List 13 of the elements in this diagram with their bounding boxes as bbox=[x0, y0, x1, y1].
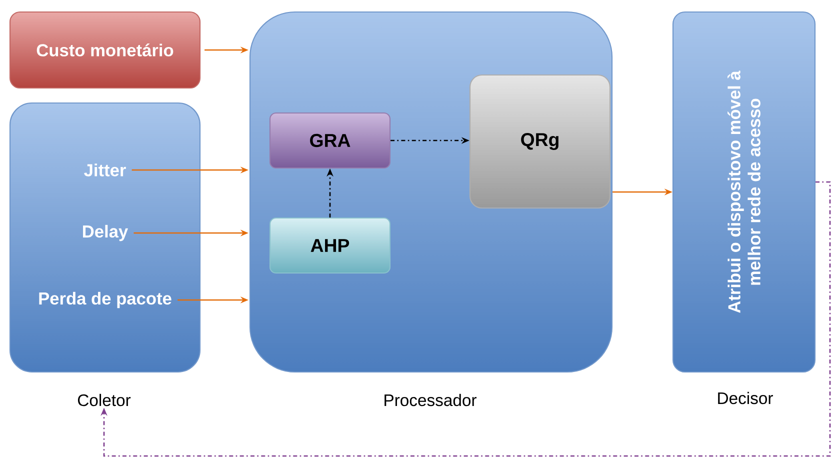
decider-box: Atribui o dispositovo móvel à melhor rede de acesso bbox=[672, 11, 816, 373]
method-box: GRA bbox=[269, 112, 391, 169]
item-label: Delay bbox=[83, 224, 128, 242]
cost-box: Custo monetário bbox=[9, 11, 201, 89]
box-heading: Coletor bbox=[78, 394, 131, 406]
collector-box bbox=[9, 102, 201, 373]
arrow bbox=[100, 181, 831, 457]
box-heading: Processador bbox=[384, 394, 476, 406]
item-label: Perda de pacote bbox=[39, 292, 172, 308]
box-heading: Decisor bbox=[718, 392, 773, 404]
method-box: QRg bbox=[469, 74, 611, 209]
item-label: Jitter bbox=[84, 164, 126, 176]
method-box: AHP bbox=[269, 217, 391, 274]
